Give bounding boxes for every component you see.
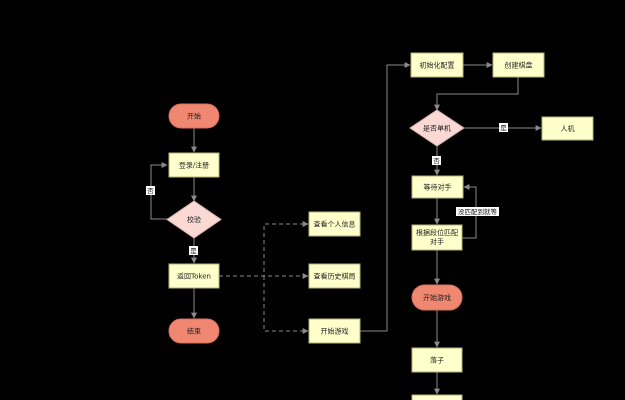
node-start-game-label: 开始游戏 (423, 293, 451, 302)
edge-label-verify-ok: 是 (189, 246, 198, 255)
svg-text:是: 是 (500, 124, 507, 132)
node-is-single-label: 是否单机 (423, 124, 451, 133)
edge-label-single-no: 否 (432, 156, 441, 165)
node-start[interactable]: 开始 (168, 103, 220, 129)
node-view-info[interactable]: 查看个人信息 (308, 211, 361, 237)
svg-text:是: 是 (190, 247, 197, 255)
node-wait-opponent-label: 等待对手 (424, 183, 452, 192)
node-view-history-label: 查看历史棋局 (314, 272, 356, 281)
edge-token-start-game-menu (263, 276, 309, 334)
node-init-config[interactable]: 初始化配置 (410, 52, 464, 78)
node-init-config-label: 初始化配置 (420, 61, 455, 70)
node-start-game-menu-label: 开始游戏 (321, 327, 349, 336)
svg-text:否: 否 (147, 187, 154, 195)
node-ai-label: 人机 (561, 124, 575, 133)
node-wait-opponent[interactable]: 等待对手 (411, 175, 464, 199)
edge-menu-init (360, 62, 411, 332)
node-move[interactable]: 落子 (411, 347, 463, 373)
node-next-partial (411, 394, 463, 400)
edge-labels: 否 是 是 否 没匹配到就等 (146, 123, 508, 255)
node-view-history[interactable]: 查看历史棋局 (308, 263, 361, 289)
node-end[interactable]: 结束 (168, 318, 220, 344)
node-verify-label: 校验 (187, 215, 201, 224)
node-move-label: 落子 (430, 356, 444, 365)
edge-board-single (434, 77, 519, 111)
edge-label-no-match: 没匹配到就等 (456, 207, 499, 216)
node-create-board-label: 创建棋盘 (505, 61, 533, 70)
node-match[interactable]: 根据段位匹配 对手 (411, 224, 463, 251)
node-match-label-line2: 对手 (430, 237, 444, 246)
node-is-single[interactable]: 是否单机 (409, 109, 465, 147)
node-ai[interactable]: 人机 (541, 116, 594, 141)
node-login[interactable]: 登录/注册 (168, 152, 220, 178)
node-start-game[interactable]: 开始游戏 (411, 284, 463, 311)
edge-label-single-yes: 是 (499, 123, 508, 132)
node-view-info-label: 查看个人信息 (314, 220, 356, 229)
node-match-label-line1: 根据段位匹配 (416, 228, 458, 237)
edge-token-view-info (219, 221, 309, 277)
svg-text:否: 否 (433, 157, 440, 165)
edge-label-verify-fail: 否 (146, 186, 155, 195)
node-end-label: 结束 (187, 327, 201, 336)
svg-text:没匹配到就等: 没匹配到就等 (458, 207, 498, 216)
node-return-token[interactable]: 返回Token (168, 263, 220, 289)
node-create-board[interactable]: 创建棋盘 (492, 52, 545, 78)
node-verify[interactable]: 校验 (166, 200, 222, 239)
node-start-label: 开始 (187, 112, 201, 121)
node-login-label: 登录/注册 (179, 161, 209, 170)
node-start-game-menu[interactable]: 开始游戏 (308, 318, 361, 344)
node-return-token-label: 返回Token (177, 273, 211, 281)
